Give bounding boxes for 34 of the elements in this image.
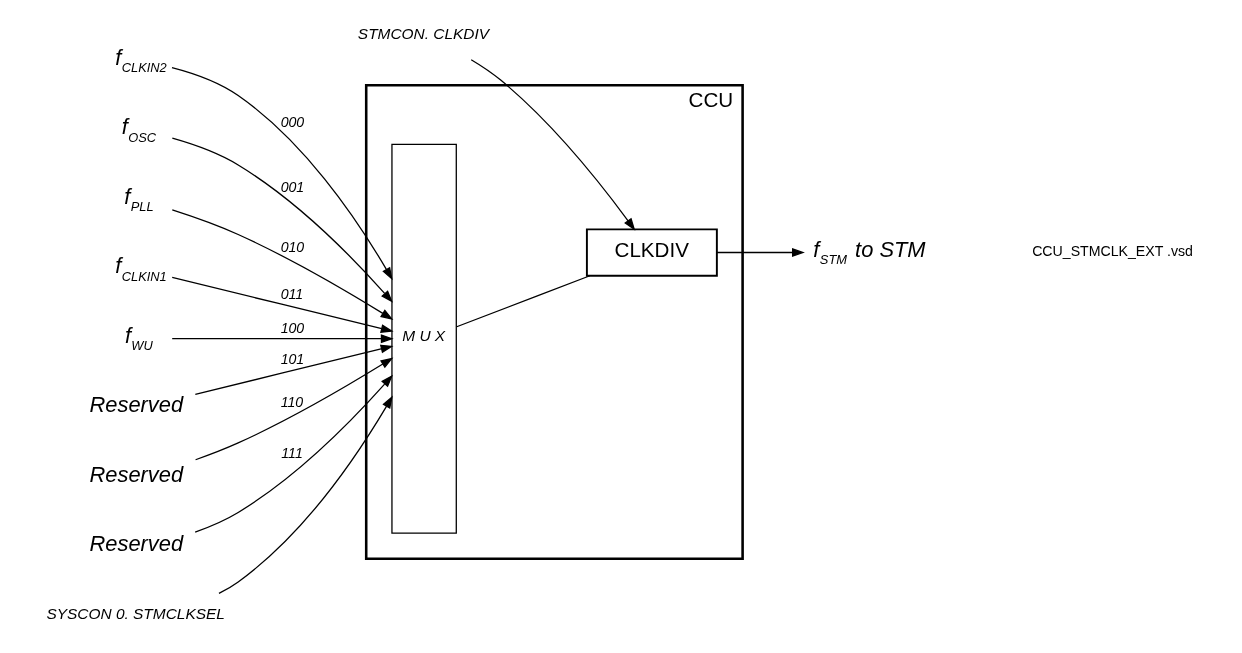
node-text: f$_{WU}$	[124, 322, 153, 354]
label: CCU_STMCLK_EXT .vsd	[1032, 243, 1193, 260]
arrow	[194, 344, 394, 395]
node-text: STMCON. CLKDIV	[357, 25, 490, 43]
connector	[456, 275, 591, 328]
arrow	[194, 374, 393, 533]
node-text: Reserved	[89, 461, 184, 487]
edge-label: 001	[280, 178, 305, 195]
node-text: f$_{OSC}$	[121, 114, 157, 145]
edge-label: 110	[280, 393, 304, 410]
arrow	[194, 357, 394, 461]
node-text: f$_{PLL}$	[124, 183, 154, 215]
arrow	[171, 276, 394, 333]
node-box: M U X	[391, 143, 457, 534]
edge-label: 011	[280, 285, 304, 302]
node-text: f$_{STM}$ to STM	[813, 236, 926, 267]
node-text: Reserved	[89, 531, 184, 557]
edge-label: 111	[281, 445, 303, 462]
edge-label: 101	[280, 351, 305, 368]
arrow	[171, 334, 394, 344]
node-text: f$_{CLKIN1}$	[115, 253, 167, 284]
node-text: SYSCON 0. STMCLKSEL	[46, 605, 225, 623]
arrow	[716, 248, 805, 257]
arrow	[218, 395, 393, 595]
arrow	[171, 137, 393, 303]
node-text: Reserved	[89, 392, 184, 418]
edge-label: 100	[280, 320, 305, 337]
arrow	[470, 59, 636, 231]
arrow	[171, 66, 393, 281]
arrow	[171, 209, 394, 320]
edge-label: 010	[280, 239, 305, 256]
node-text: f$_{CLKIN2}$	[115, 44, 167, 76]
edge-label: 000	[280, 114, 305, 131]
node-box: CLKDIV	[585, 228, 718, 277]
